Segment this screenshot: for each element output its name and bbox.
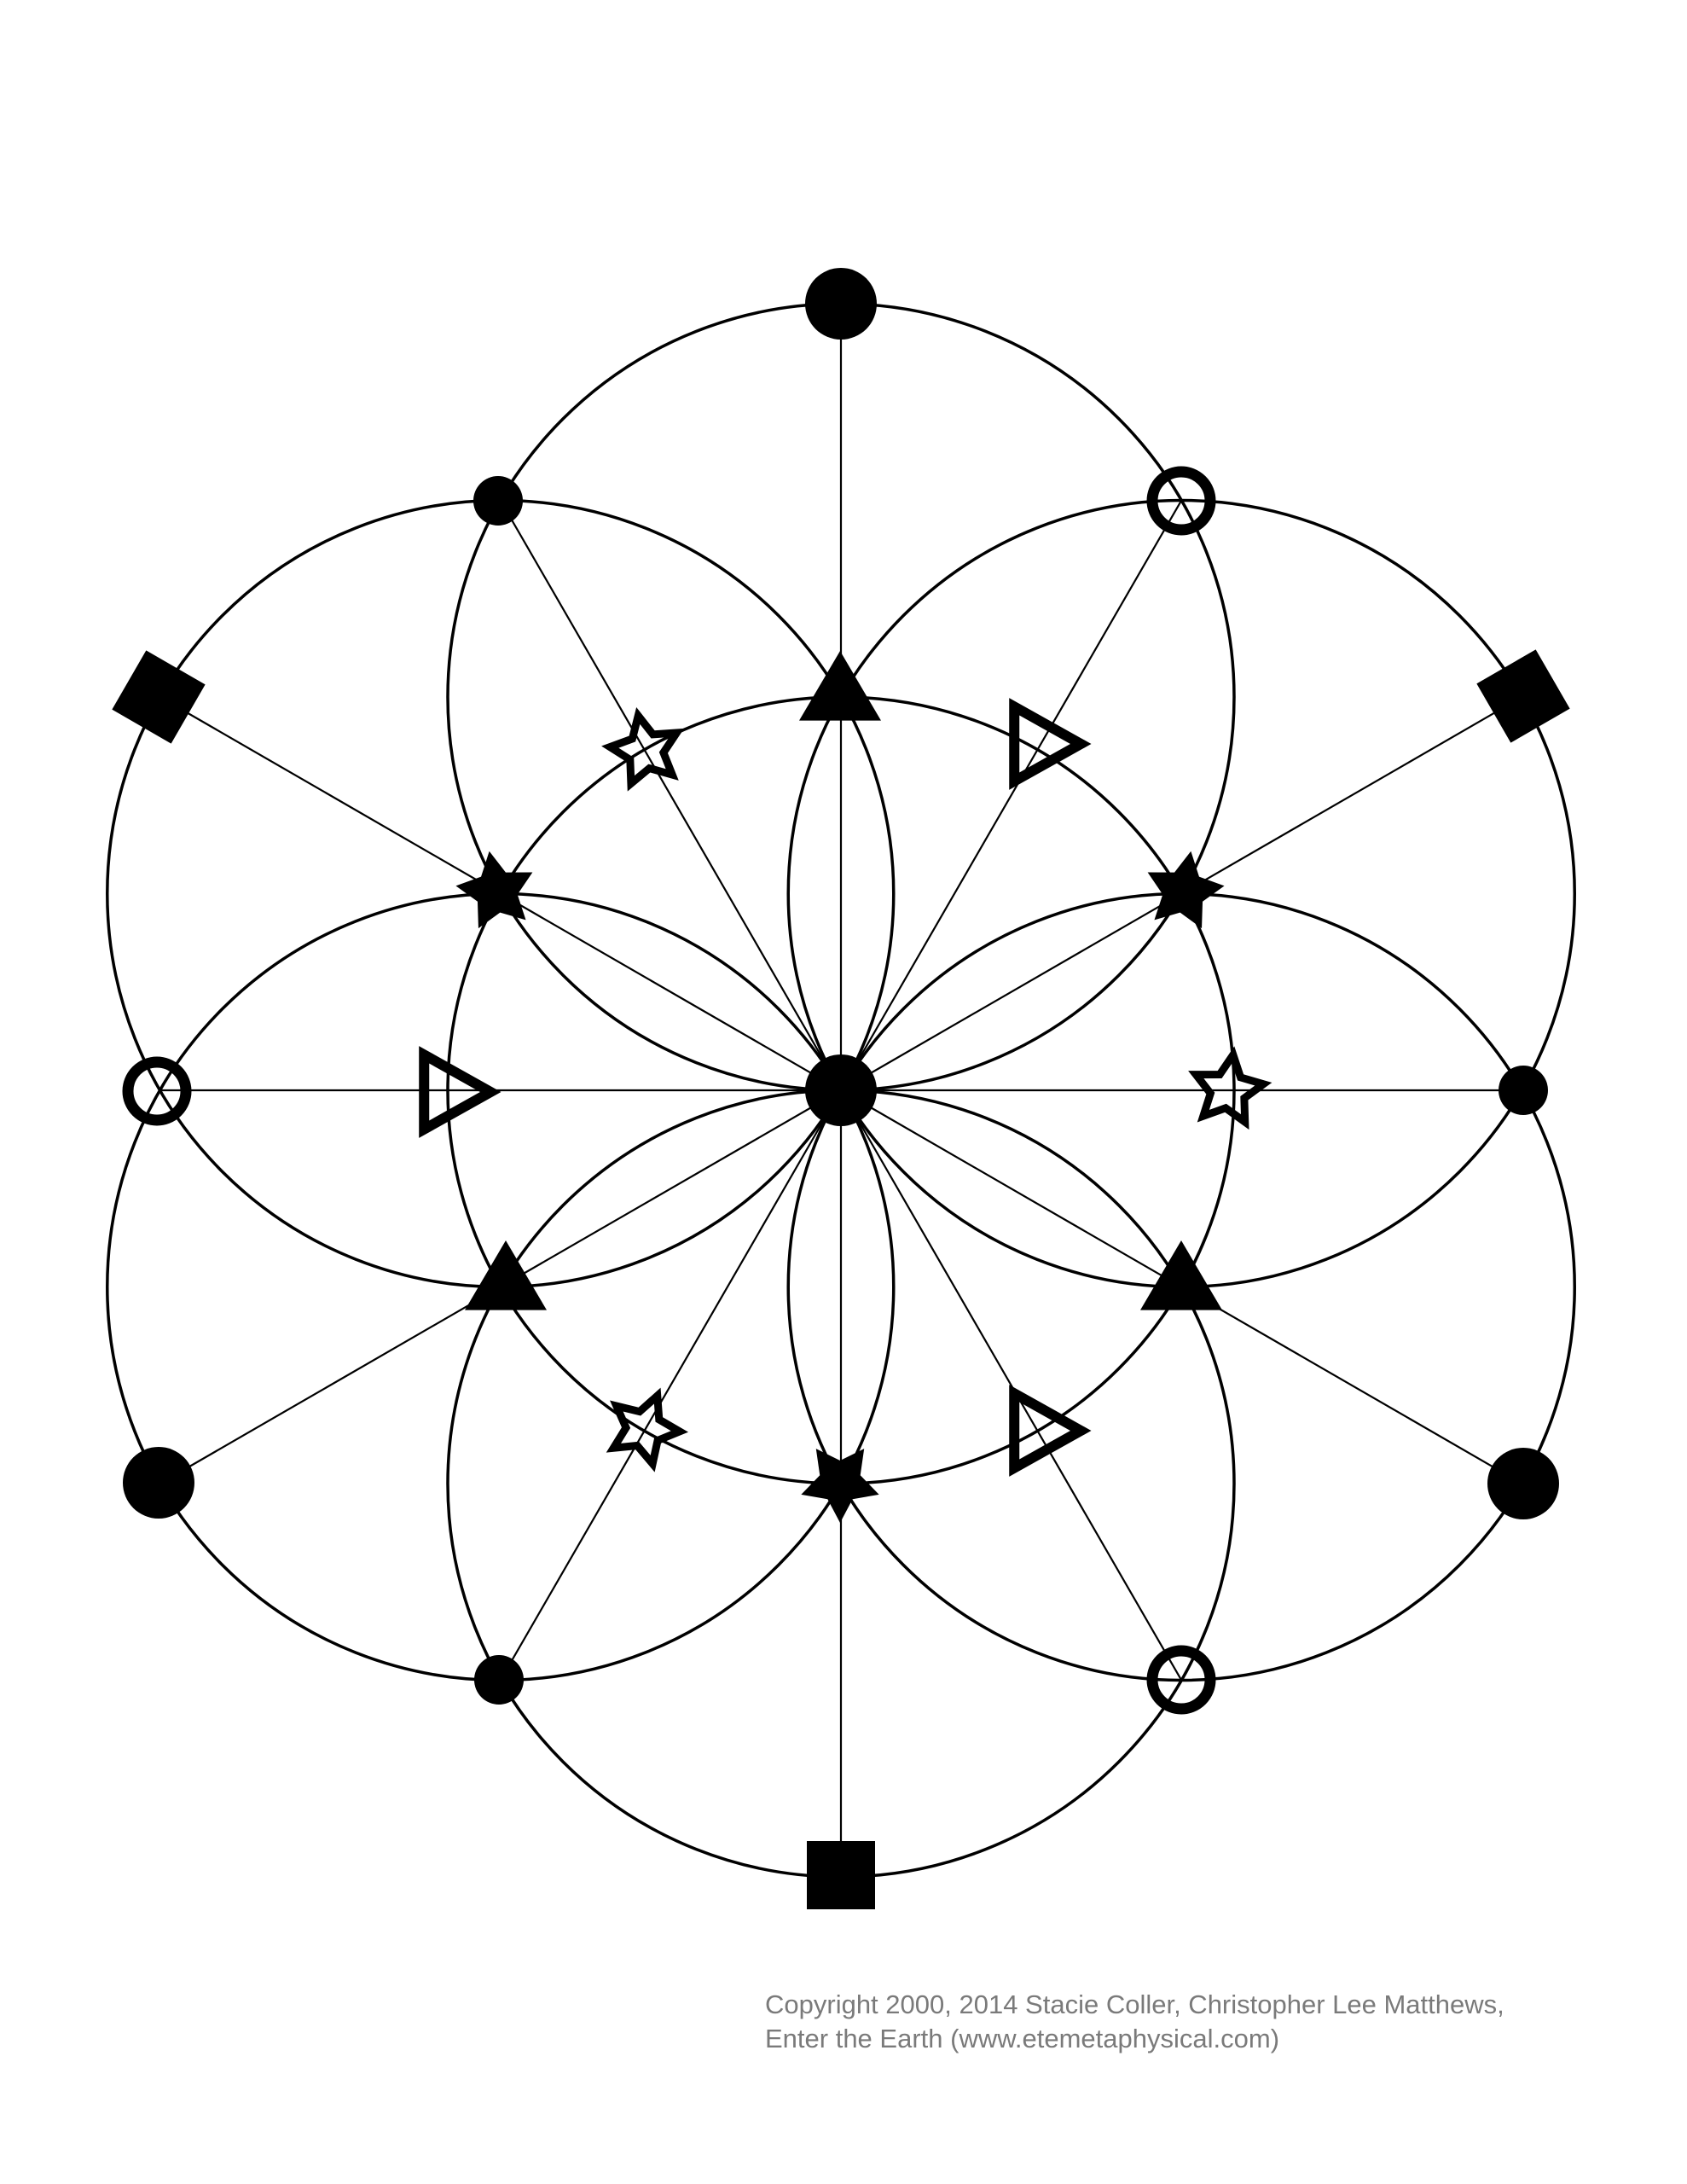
spoke-line xyxy=(500,500,842,1091)
filled-triangle-icon xyxy=(799,651,881,721)
large-dot-icon xyxy=(805,268,877,340)
filled-triangle-icon xyxy=(1140,1240,1222,1310)
outline-star-icon xyxy=(601,706,685,792)
spoke-line xyxy=(840,1089,1182,1681)
outline-triangle-icon xyxy=(419,1046,501,1138)
square-icon xyxy=(807,1841,875,1909)
outline-star-icon xyxy=(1188,1046,1272,1130)
small-dot-icon xyxy=(473,476,523,526)
open-circle-icon xyxy=(122,1056,192,1126)
filled-triangle-icon xyxy=(465,1240,547,1310)
center-dot-icon xyxy=(805,1054,877,1126)
small-dot-icon xyxy=(474,1655,524,1705)
small-dot-icon xyxy=(1499,1066,1548,1115)
filled-star-icon xyxy=(1147,851,1225,929)
copyright-line-1: Copyright 2000, 2014 Stacie Coller, Chri… xyxy=(765,1989,1504,2019)
copyright-notice: Copyright 2000, 2014 Stacie Coller, Chri… xyxy=(765,1988,1504,2056)
outline-triangle-icon xyxy=(1009,698,1092,790)
square-icon xyxy=(112,650,206,744)
square-icon xyxy=(1476,649,1570,743)
outline-star-icon xyxy=(606,1387,689,1472)
filled-star-icon xyxy=(455,851,533,929)
open-circle-icon xyxy=(1146,1645,1216,1715)
copyright-line-2: Enter the Earth (www.etemetaphysical.com… xyxy=(765,2024,1280,2053)
symbols-layer xyxy=(112,268,1570,1909)
filled-star-icon xyxy=(801,1449,879,1523)
open-circle-icon xyxy=(1146,466,1216,536)
large-dot-icon xyxy=(1487,1448,1559,1519)
outline-triangle-icon xyxy=(1009,1385,1092,1477)
spoke-line xyxy=(840,500,1182,1091)
large-dot-icon xyxy=(123,1447,194,1519)
spoke-line xyxy=(500,1089,842,1681)
